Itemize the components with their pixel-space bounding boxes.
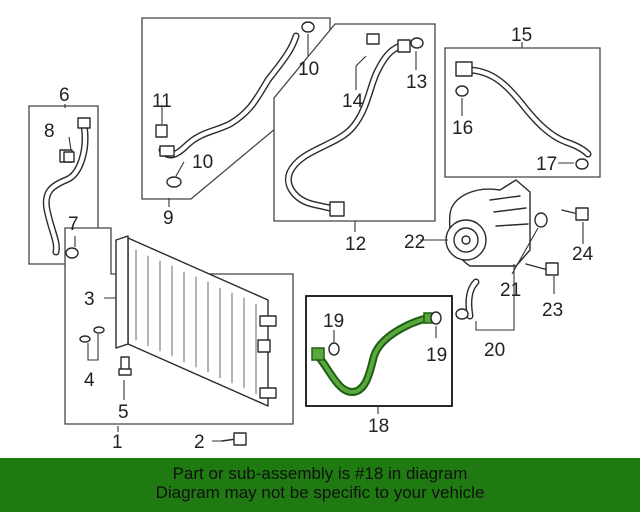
- callout-23: 23: [542, 300, 563, 321]
- o-ring-21: [534, 212, 548, 228]
- info-banner: Part or sub-assembly is #18 in diagram D…: [0, 458, 640, 512]
- callout-12: 12: [345, 234, 366, 255]
- o-ring-13: [410, 37, 424, 49]
- callout-10-upper: 10: [298, 59, 319, 80]
- callout-22: 22: [404, 232, 425, 253]
- callout-2: 2: [194, 432, 205, 453]
- callout-21: 21: [500, 280, 521, 301]
- hose-15: [455, 61, 592, 158]
- callout-19-left: 19: [323, 311, 344, 332]
- callout-4: 4: [84, 370, 95, 391]
- bolt-23: [525, 262, 559, 276]
- panel-15-hose: [444, 47, 601, 178]
- clip-4: [79, 326, 105, 343]
- o-ring-19-right: [430, 311, 442, 325]
- callout-13: 13: [406, 72, 427, 93]
- bolt-2: [221, 432, 247, 446]
- banner-line-1: Part or sub-assembly is #18 in diagram: [172, 464, 468, 483]
- bolt-5: [118, 356, 132, 376]
- callout-10-lower: 10: [192, 152, 213, 173]
- callout-1: 1: [112, 432, 123, 453]
- callout-5: 5: [118, 402, 129, 423]
- callout-15: 15: [511, 25, 532, 46]
- o-ring-7: [65, 247, 79, 259]
- o-ring-10-upper: [301, 21, 315, 33]
- callout-6: 6: [59, 85, 70, 106]
- callout-11: 11: [152, 91, 172, 112]
- callout-7: 7: [68, 214, 79, 235]
- callout-19-right: 19: [426, 345, 447, 366]
- callout-16: 16: [452, 118, 473, 139]
- pipe-12: [285, 39, 411, 217]
- callout-8: 8: [44, 121, 55, 142]
- callout-20: 20: [484, 340, 505, 361]
- callout-24: 24: [572, 244, 594, 265]
- banner-line-2: Diagram may not be specific to your vehi…: [155, 483, 485, 502]
- callout-17: 17: [536, 154, 557, 175]
- callout-14: 14: [342, 91, 364, 112]
- discharge-hose-18: [311, 312, 433, 396]
- compressor-22: [445, 179, 531, 267]
- o-ring-17: [575, 158, 589, 170]
- o-ring-19-left: [328, 342, 340, 356]
- cap-14: [366, 33, 380, 45]
- condenser-1: [115, 235, 277, 407]
- pipe-9: [155, 32, 300, 159]
- callout-9: 9: [163, 208, 174, 229]
- o-ring-16: [455, 85, 469, 97]
- callout-3: 3: [84, 289, 95, 310]
- leader-lines: [64, 34, 584, 442]
- pipe-fitting-20: [455, 278, 480, 320]
- parts-diagram: 1 2 3 4 5 6 7 8 9 10 10 11 12 13 14 15 1…: [28, 17, 601, 453]
- callout-18: 18: [368, 416, 389, 437]
- bolt-24: [561, 207, 589, 221]
- valve-8: [63, 151, 75, 163]
- o-ring-10-lower: [166, 176, 182, 188]
